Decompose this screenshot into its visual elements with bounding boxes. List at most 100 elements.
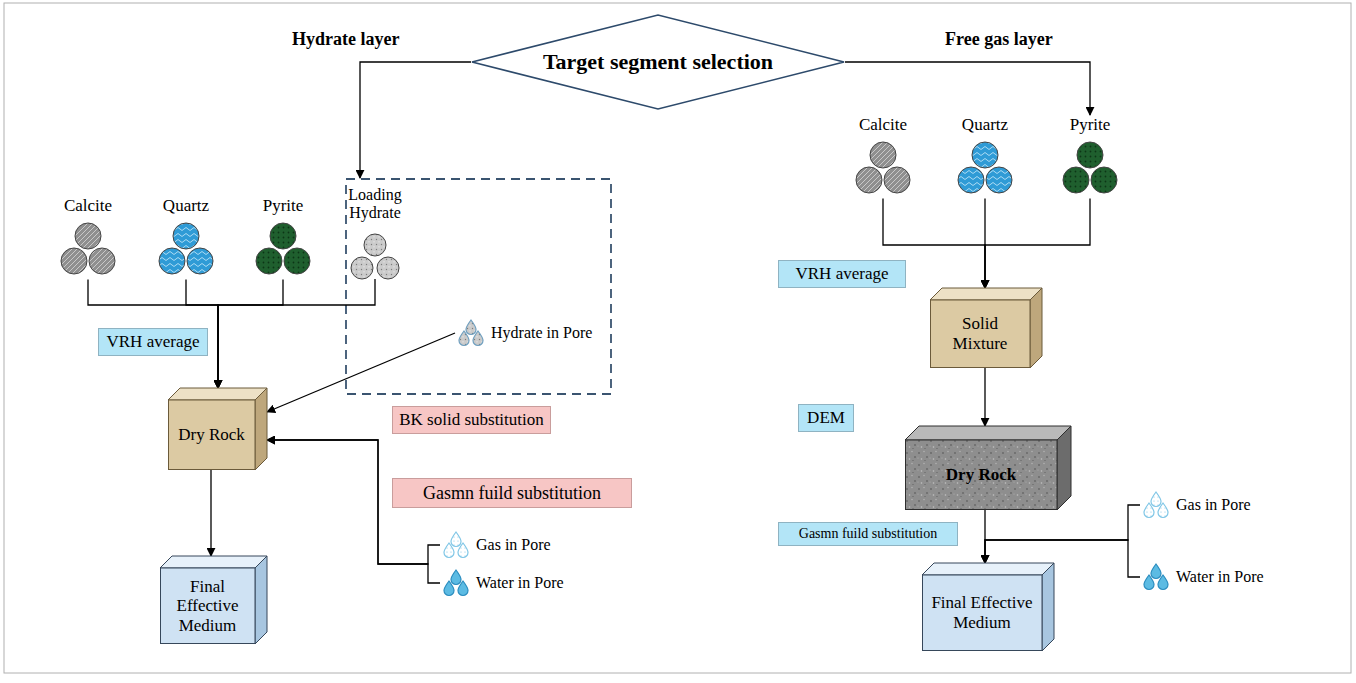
drop-icon xyxy=(466,320,476,335)
block-side xyxy=(1030,288,1042,368)
mineral-grain xyxy=(972,142,998,168)
block-top xyxy=(168,388,267,400)
node-text: Target segment selection xyxy=(543,49,773,74)
flow-arrow xyxy=(88,280,218,388)
block-side xyxy=(255,556,267,644)
flow-arrow xyxy=(984,368,985,426)
method-box: BK solid substitution xyxy=(392,406,551,434)
mineral-grains xyxy=(144,220,228,280)
mineral-grain xyxy=(870,142,896,168)
node-text: Loading Hydrate xyxy=(345,186,405,223)
mineral-grain xyxy=(256,248,282,274)
block-front xyxy=(906,440,1058,510)
node-text: Quartz xyxy=(163,196,209,216)
flow-arrow xyxy=(218,280,283,388)
node-text: Water in Pore xyxy=(476,574,564,592)
method-box: VRH average xyxy=(98,328,208,356)
block-top xyxy=(930,288,1042,300)
drop-icon xyxy=(1151,492,1161,507)
mineral-grain xyxy=(1077,142,1103,168)
mineral-grain xyxy=(159,248,185,274)
node-text: VRH average xyxy=(796,264,889,284)
bracket-line xyxy=(345,279,375,305)
dashed-group-box: Hydrate in Pore Loading Hydrate xyxy=(345,178,612,395)
method-box: VRH average xyxy=(778,260,906,288)
mineral-group: Pyrite xyxy=(1048,115,1132,199)
mineral-grain xyxy=(75,223,101,249)
block-side xyxy=(255,388,267,470)
mineral-group: Quartz xyxy=(943,115,1027,199)
mineral-grains xyxy=(841,139,925,199)
flow-arrow xyxy=(985,199,1090,288)
node-text: DEM xyxy=(807,408,845,428)
mineral-grain xyxy=(986,167,1012,193)
node-text: Gas in Pore xyxy=(1176,496,1251,514)
node-text: Pyrite xyxy=(1070,115,1111,135)
node-text: Gasmn fuild substitution xyxy=(799,526,937,542)
drop-icon xyxy=(451,570,461,585)
mineral-grain xyxy=(884,167,910,193)
node-text: Calcite xyxy=(859,115,907,135)
node-text: BK solid substitution xyxy=(399,410,544,430)
mineral-grain xyxy=(1063,167,1089,193)
drop-icon xyxy=(451,532,461,547)
node-text: VRH average xyxy=(107,332,200,352)
mineral-group: Calcite xyxy=(46,196,130,280)
medium-block: Final Effective Medium xyxy=(922,563,1054,651)
medium-block: Dry Rock xyxy=(168,388,267,470)
mineral-grain xyxy=(61,248,87,274)
node-text: Pyrite xyxy=(263,196,304,216)
node-text: Water in Pore xyxy=(1176,568,1264,586)
flow-arrow xyxy=(985,505,1140,563)
block-top xyxy=(922,563,1054,575)
node-text: Dry Rock xyxy=(178,425,245,445)
mineral-grain xyxy=(1091,167,1117,193)
node-text: Gasmn fuild substitution xyxy=(423,483,601,504)
mineral-group: Calcite xyxy=(841,115,925,199)
block-front xyxy=(931,300,1031,368)
flow-arrow xyxy=(845,62,1090,115)
figure-frame xyxy=(4,3,1351,673)
mineral-grain xyxy=(187,248,213,274)
block-side xyxy=(1057,426,1071,510)
node-text: Quartz xyxy=(962,115,1008,135)
drop-icon-group xyxy=(1140,562,1172,592)
method-box: Gasmn fuild substitution xyxy=(778,522,958,546)
block-top xyxy=(160,556,267,568)
medium-block: Solid Mixture xyxy=(930,288,1042,368)
drop-icon-group xyxy=(440,568,472,598)
mineral-grains xyxy=(1048,139,1132,199)
mineral-grain xyxy=(173,223,199,249)
flow-arrow xyxy=(210,470,211,556)
pore-fluid-icon: Water in Pore xyxy=(440,568,564,598)
block-front xyxy=(161,568,256,644)
figure-part xyxy=(88,62,1140,583)
block-top xyxy=(905,426,1071,440)
medium-block: Final Effective Medium xyxy=(160,556,267,644)
mineral-group: Quartz xyxy=(144,196,228,280)
block-side xyxy=(1042,563,1054,651)
node-text: Hydrate in Pore xyxy=(491,324,551,342)
mineral-grain xyxy=(364,234,386,256)
block-front xyxy=(923,575,1043,651)
mineral-grains xyxy=(46,220,130,280)
node-text: Gas in Pore xyxy=(476,536,551,554)
mineral-grain xyxy=(351,257,373,279)
drop-icon xyxy=(1151,564,1161,579)
layer-heading: Free gas layer xyxy=(945,29,1053,50)
node-text: Final Effective Medium xyxy=(927,593,1037,632)
mineral-grain xyxy=(89,248,115,274)
flow-arrow xyxy=(267,440,440,583)
drop-icon-group xyxy=(1140,490,1172,520)
flow-arrow xyxy=(267,333,455,412)
mineral-grains xyxy=(241,220,325,280)
diamond-outline xyxy=(472,15,844,109)
mineral-grain xyxy=(958,167,984,193)
node-text: Final Effective Medium xyxy=(165,577,250,636)
medium-block: Dry Rock xyxy=(905,426,1071,510)
flow-arrow xyxy=(360,62,471,178)
pore-fluid-icon: Hydrate in Pore xyxy=(455,313,551,353)
pore-fluid-icon: Water in Pore xyxy=(1140,562,1264,592)
drop-icon-group xyxy=(455,318,487,348)
flow-arrow xyxy=(218,305,345,388)
